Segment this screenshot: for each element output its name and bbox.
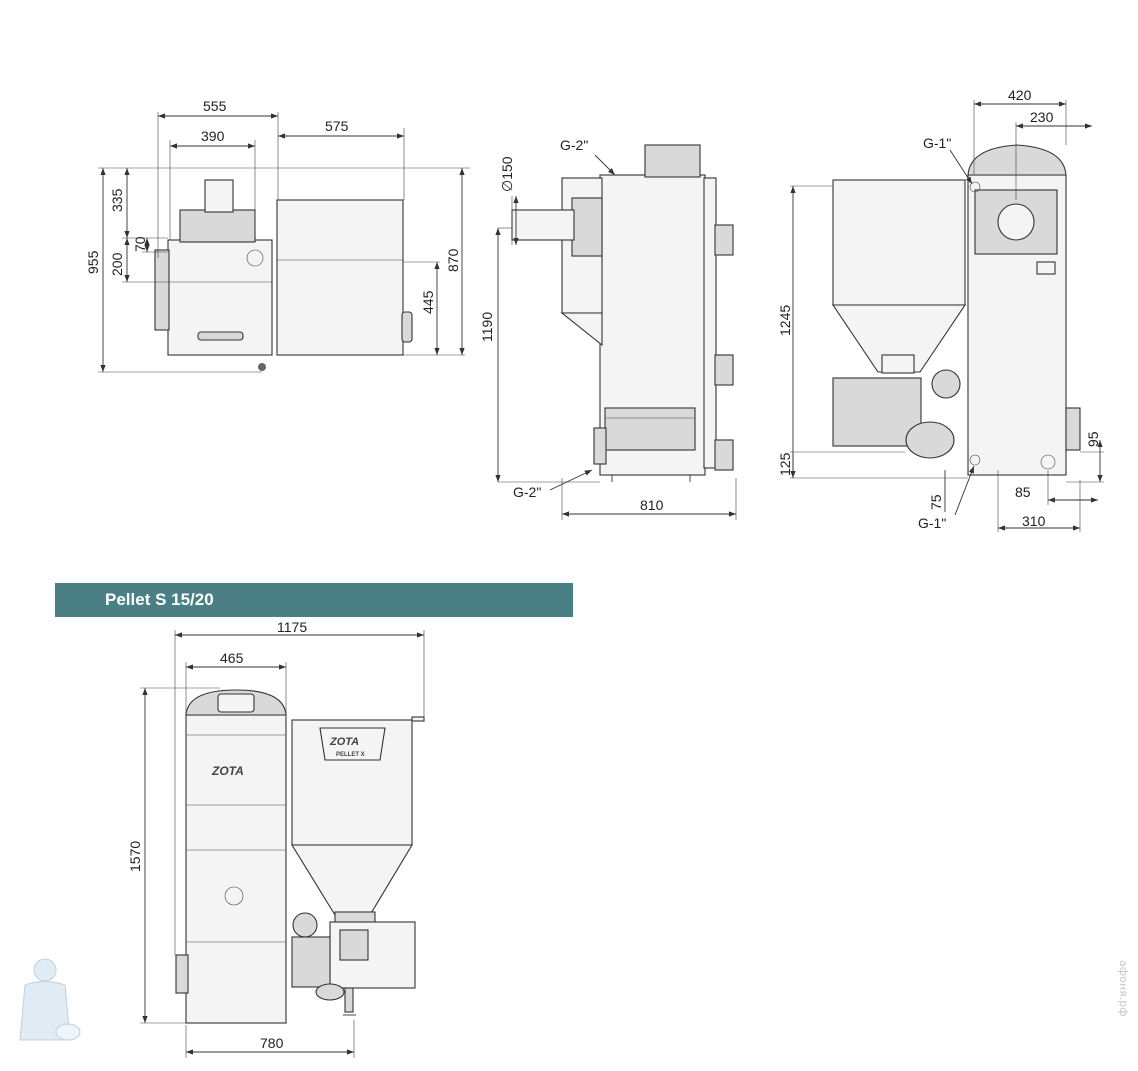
dim-955: 955 (85, 250, 101, 274)
dim-465: 465 (220, 650, 244, 666)
front-display (217, 693, 255, 713)
dim-200: 200 (109, 252, 125, 276)
dim-1245: 1245 (777, 305, 793, 336)
top-side-pipe (154, 249, 170, 331)
dim-95: 95 (1085, 431, 1101, 447)
dim-390: 390 (201, 128, 225, 144)
back-control-panel (967, 144, 1067, 176)
side-hinge-3 (714, 439, 734, 471)
dim-870: 870 (445, 248, 461, 272)
top-port-circle (246, 249, 264, 267)
dim-diameter-150: ∅150 (499, 156, 515, 192)
back-side-pipe (1065, 407, 1081, 451)
dim-125: 125 (777, 452, 793, 476)
front-burner-tube (315, 983, 345, 1001)
top-boiler-lid (179, 209, 256, 243)
side-top-box (644, 144, 701, 178)
site-watermark: aфоня.рф (1117, 960, 1130, 1017)
model-title: Pellet S 15/20 (105, 590, 214, 609)
side-hinge-2 (714, 354, 734, 386)
front-hopper-funnel (291, 844, 413, 916)
side-flue-box (571, 197, 603, 257)
front-view: ZOTA ZOTA PELLET X 1175 465 1570 (127, 619, 425, 1058)
dim-1175: 1175 (277, 619, 307, 635)
dim-810: 810 (640, 497, 664, 513)
label-g2-bottom: G-2" (513, 484, 541, 500)
back-return-port (1040, 454, 1056, 470)
dim-420: 420 (1008, 87, 1032, 103)
back-burner-fan (905, 421, 955, 459)
front-burner (291, 936, 331, 988)
dim-575: 575 (325, 118, 349, 134)
front-boiler-body (185, 714, 287, 1024)
label-g2-top: G-2" (560, 137, 588, 153)
back-hopper-funnel (831, 304, 967, 373)
back-g1-bottom-port (969, 454, 981, 466)
front-hopper-logo: ZOTA (329, 736, 359, 748)
side-rear-taper (560, 312, 603, 347)
back-hopper-neck (881, 354, 915, 374)
dim-445: 445 (420, 290, 436, 314)
back-hopper-top (832, 179, 966, 306)
model-banner: Pellet S 15/20 (55, 583, 573, 617)
top-hopper-handle (401, 311, 413, 343)
back-label-plate (1036, 261, 1056, 275)
side-front-panel (703, 177, 717, 469)
dim-70: 70 (132, 236, 148, 252)
dim-230: 230 (1030, 109, 1054, 125)
back-view: 420 230 G-1" 1245 125 95 75 85 G-1" 310 (777, 87, 1104, 532)
front-stand (344, 987, 354, 1013)
side-hinge-1 (714, 224, 734, 256)
front-motor (292, 912, 318, 938)
back-motor (931, 369, 961, 399)
back-feeder-box (832, 377, 922, 447)
side-grille (604, 407, 696, 451)
top-flue-outlet (204, 179, 234, 213)
dim-780: 780 (260, 1035, 284, 1051)
dim-310: 310 (1022, 513, 1046, 529)
front-boiler-logo: ZOTA (211, 764, 244, 778)
side-flue-pipe (511, 209, 575, 241)
front-hopper-model: PELLET X (336, 752, 365, 758)
top-view: 555 390 575 335 70 200 955 445 870 (85, 98, 470, 373)
back-flue-outlet (997, 203, 1035, 241)
top-hopper-body (276, 199, 404, 356)
front-feeder-window (339, 929, 369, 961)
dim-1570: 1570 (127, 841, 143, 872)
dim-555: 555 (203, 98, 227, 114)
top-drain-knob (258, 363, 266, 371)
dim-335: 335 (109, 188, 125, 212)
top-handle (197, 331, 244, 341)
side-view: G-2" ∅150 1190 G-2" 810 (479, 137, 737, 520)
front-hopper-badge (319, 727, 386, 761)
dim-75: 75 (928, 494, 944, 510)
front-side-pipe (175, 954, 189, 994)
front-peephole (224, 886, 244, 906)
plumber-mascot-illustration (19, 958, 81, 1041)
label-g1-top: G-1" (923, 135, 951, 151)
side-bottom-pipe (593, 427, 607, 465)
dim-85: 85 (1015, 484, 1031, 500)
dim-1190: 1190 (479, 312, 495, 342)
label-g1-bottom: G-1" (918, 515, 946, 531)
back-g1-top-port (969, 181, 981, 193)
front-hopper-lid-edge (411, 716, 425, 722)
